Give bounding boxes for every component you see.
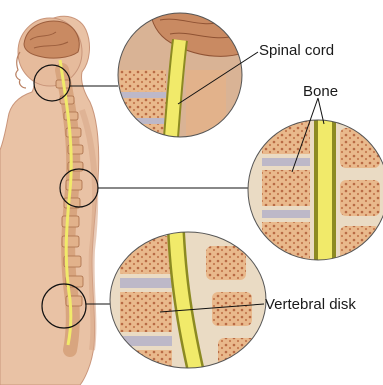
inset-bottom [110, 232, 270, 380]
human-body [0, 16, 99, 385]
label-vertebral-disk: Vertebral disk [265, 296, 356, 313]
label-bone: Bone [303, 83, 338, 100]
inset-middle [248, 120, 383, 262]
label-spinal-cord: Spinal cord [259, 42, 334, 59]
inset-top [110, 6, 250, 150]
